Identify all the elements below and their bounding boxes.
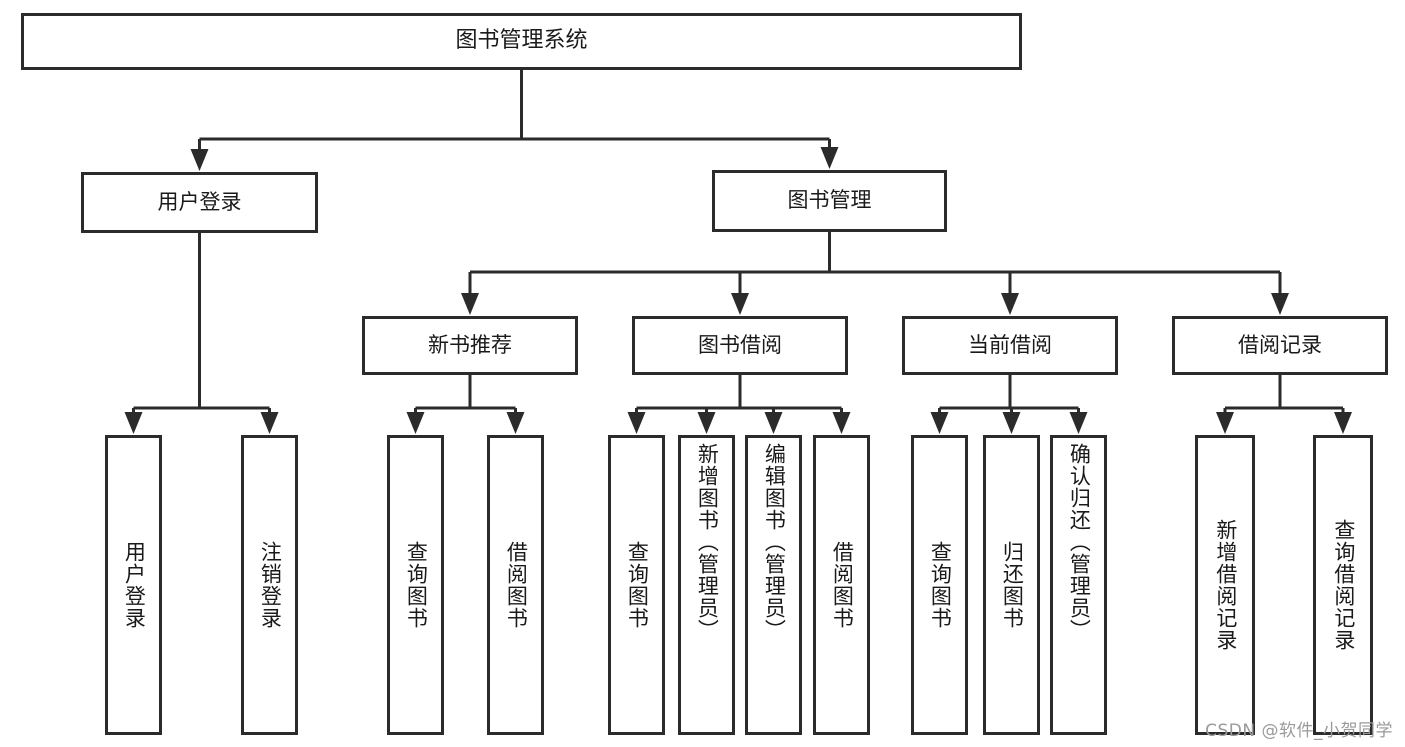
arrow-head-icon: [190, 149, 209, 171]
arrow-head-icon: [1216, 412, 1234, 434]
node-box[interactable]: [678, 435, 735, 735]
arrow-head-icon: [820, 147, 839, 169]
node-box[interactable]: [1313, 435, 1373, 735]
arrow-head-icon: [260, 412, 279, 434]
node-boxes-group: [21, 13, 1388, 735]
arrow-head-icon: [1271, 293, 1289, 315]
arrow-head-icon: [1069, 412, 1088, 434]
arrow-head-icon: [461, 293, 479, 315]
node-box[interactable]: [632, 316, 848, 375]
node-box[interactable]: [902, 316, 1118, 375]
arrow-head-icon: [764, 412, 783, 434]
node-box[interactable]: [241, 435, 298, 735]
node-box[interactable]: [608, 435, 665, 735]
node-box[interactable]: [1195, 435, 1255, 735]
node-box[interactable]: [81, 172, 318, 233]
node-box[interactable]: [1050, 435, 1107, 735]
node-box[interactable]: [813, 435, 870, 735]
node-box[interactable]: [745, 435, 802, 735]
node-box[interactable]: [487, 435, 544, 735]
node-box[interactable]: [1172, 316, 1388, 375]
node-box[interactable]: [712, 170, 947, 232]
node-box[interactable]: [105, 435, 162, 735]
arrow-head-icon: [627, 412, 646, 434]
arrow-head-icon: [1001, 293, 1019, 315]
connector-lines-group: [124, 70, 1352, 434]
node-box[interactable]: [911, 435, 968, 735]
node-box[interactable]: [983, 435, 1040, 735]
arrow-head-icon: [124, 412, 143, 434]
arrow-head-icon: [1334, 412, 1352, 434]
arrow-head-icon: [697, 412, 716, 434]
node-box[interactable]: [362, 316, 578, 375]
csdn-watermark: CSDN @软件_小贺同学: [1205, 721, 1393, 741]
arrow-head-icon: [731, 293, 749, 315]
node-box[interactable]: [21, 13, 1022, 70]
arrow-head-icon: [406, 412, 425, 434]
arrow-head-icon: [930, 412, 949, 434]
arrow-head-icon: [506, 412, 525, 434]
node-box[interactable]: [387, 435, 444, 735]
arrow-head-icon: [832, 412, 851, 434]
arrow-head-icon: [1002, 412, 1021, 434]
